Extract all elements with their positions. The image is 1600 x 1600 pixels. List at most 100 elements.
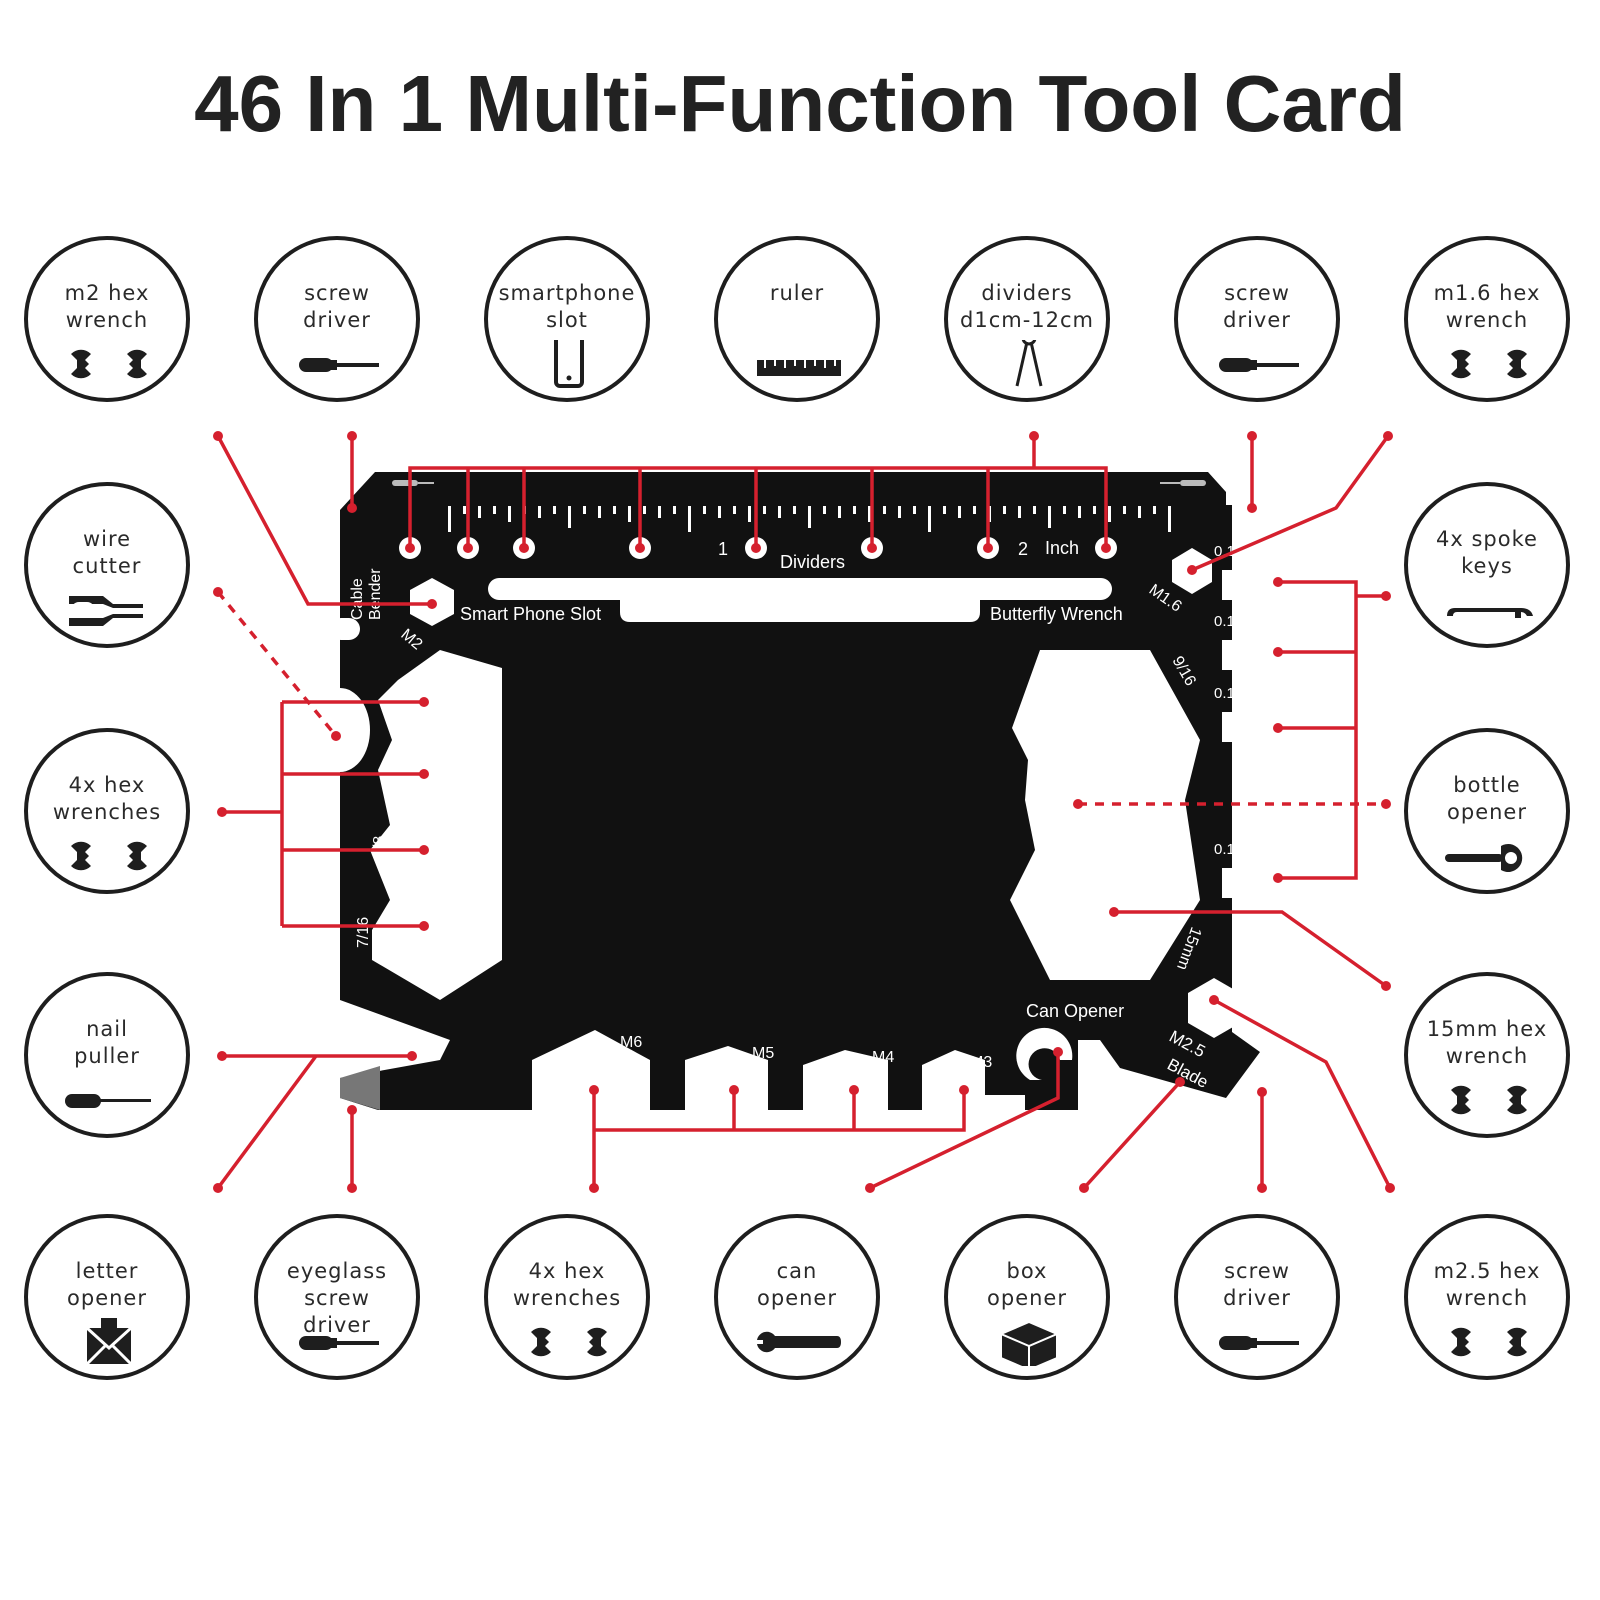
m2-5-hex-hole xyxy=(1188,978,1240,1038)
butterfly-slot xyxy=(620,600,980,622)
tool-badge-label: 15mm hex wrench xyxy=(1426,1017,1548,1068)
ruler-tick xyxy=(568,506,571,528)
leader-dot xyxy=(1109,907,1119,917)
tool-badge-label: can opener xyxy=(757,1259,837,1310)
ruler-tick xyxy=(1108,506,1111,522)
five-sixteen-label: 5/16 xyxy=(397,695,414,726)
smartphone-slot xyxy=(488,578,1112,600)
ruler-tick xyxy=(463,506,466,514)
ruler-tick xyxy=(973,506,976,514)
ruler-tick xyxy=(718,506,721,518)
spoke-notch xyxy=(1222,712,1234,742)
tool-badge-label: bottle opener xyxy=(1447,773,1527,824)
tool-badge-label: dividers d1cm-12cm xyxy=(960,281,1094,332)
leader-dot xyxy=(1273,647,1283,657)
tool-badge-10: bottle opener xyxy=(1404,728,1570,894)
smart-phone-slot-label: Smart Phone Slot xyxy=(460,604,601,624)
tool-badge-label: wire cutter xyxy=(72,527,142,578)
leader-dot xyxy=(1175,1077,1185,1087)
can-opener-label: Can Opener xyxy=(1026,1001,1124,1021)
ruler-tick xyxy=(643,506,646,514)
tool-badge-label: ruler xyxy=(769,281,825,305)
hex-wrench-cutout-left xyxy=(370,650,502,1000)
smartphone-icon xyxy=(554,340,584,388)
tool-badge-3: ruler xyxy=(714,236,880,402)
tool-badge-7: wire cutter xyxy=(24,482,190,648)
ruler-label-2: 2 xyxy=(1018,539,1028,559)
ruler-tick xyxy=(538,506,541,518)
leader-dot xyxy=(1383,431,1393,441)
tool-badge-14: eyeglass screw driver xyxy=(254,1214,420,1380)
ruler-tick xyxy=(703,506,706,514)
ruler-tick xyxy=(1123,506,1126,514)
page-title: 46 In 1 Multi-Function Tool Card xyxy=(194,59,1406,148)
leader-dot xyxy=(1273,723,1283,733)
ruler-tick xyxy=(1078,506,1081,518)
ruler-tick xyxy=(898,506,901,518)
leader-dot xyxy=(1273,577,1283,587)
leader-dot xyxy=(1247,503,1257,513)
tool-badge-5: screw driver xyxy=(1174,236,1340,402)
leader-dot xyxy=(347,503,357,513)
ruler-tick xyxy=(688,506,691,532)
leader-dot xyxy=(849,1085,859,1095)
leader-dot xyxy=(419,769,429,779)
leader-dot xyxy=(419,697,429,707)
wrench-icon xyxy=(71,841,147,871)
dividers-icon xyxy=(1015,340,1043,387)
ruler-tick xyxy=(583,506,586,514)
spoke-notch xyxy=(1222,868,1234,898)
leader-dot xyxy=(407,1051,417,1061)
tool-badge-label: 4x spoke keys xyxy=(1436,527,1538,578)
tool-badge-label: m2.5 hex wrench xyxy=(1433,1259,1541,1310)
leader-dot xyxy=(213,431,223,441)
ruler-tick xyxy=(943,506,946,514)
ruler-tick xyxy=(748,506,751,522)
can-opener-icon xyxy=(757,1331,841,1353)
butterfly-wrench-cutout xyxy=(1010,650,1200,980)
leader-dot xyxy=(589,1183,599,1193)
tool-badge-label: letter opener xyxy=(67,1259,147,1310)
size-0130-label: 0.130" xyxy=(1214,613,1257,630)
tool-badge-16: can opener xyxy=(714,1214,880,1380)
ruler-tick xyxy=(1063,506,1066,514)
leader-dot xyxy=(213,587,223,597)
tool-badge-12: 15mm hex wrench xyxy=(1404,972,1570,1138)
m3-label: M3 xyxy=(970,1054,992,1071)
leader-dot xyxy=(419,845,429,855)
screwdriver-icon xyxy=(299,358,379,372)
leader-dot xyxy=(729,1085,739,1095)
leader-dot xyxy=(959,1085,969,1095)
spoke-notch xyxy=(1222,570,1234,600)
leader-dot xyxy=(1209,995,1219,1005)
spoke-key-icon xyxy=(1447,608,1533,618)
three-eighths-label: 3/8 xyxy=(371,836,388,858)
ruler-label-inch: Inch xyxy=(1045,538,1079,558)
leader-lines xyxy=(216,434,1392,1190)
ruler-tick xyxy=(508,506,511,522)
ruler-tick xyxy=(793,506,796,514)
ruler-tick xyxy=(808,506,811,528)
tool-badge-19: m2.5 hex wrench xyxy=(1404,1214,1570,1380)
tool-badge-15: 4x hex wrenches xyxy=(484,1214,650,1380)
tool-badge-label: screw driver xyxy=(1223,281,1291,332)
ruler-tick xyxy=(883,506,886,514)
tool-badge-label: eyeglass screw driver xyxy=(286,1259,388,1337)
eleven-32-label: 11/32 xyxy=(383,757,400,796)
leader-dot xyxy=(1381,981,1391,991)
cable-bender-label-a: Cable xyxy=(349,578,366,620)
ruler-tick xyxy=(1138,506,1141,518)
nail-puller-tip xyxy=(340,1066,380,1110)
ruler-tick xyxy=(493,506,496,514)
leader-dot xyxy=(1073,799,1083,809)
leader-dot xyxy=(419,921,429,931)
ruler-tick xyxy=(598,506,601,518)
ruler-tick xyxy=(673,506,676,514)
ruler-tick xyxy=(928,506,931,532)
dividers-label: Dividers xyxy=(780,552,845,572)
tool-badge-2: smartphone slot xyxy=(484,236,650,402)
ruler-tick xyxy=(823,506,826,514)
leader-dot xyxy=(1273,873,1283,883)
screwdriver-icon xyxy=(1219,358,1299,372)
